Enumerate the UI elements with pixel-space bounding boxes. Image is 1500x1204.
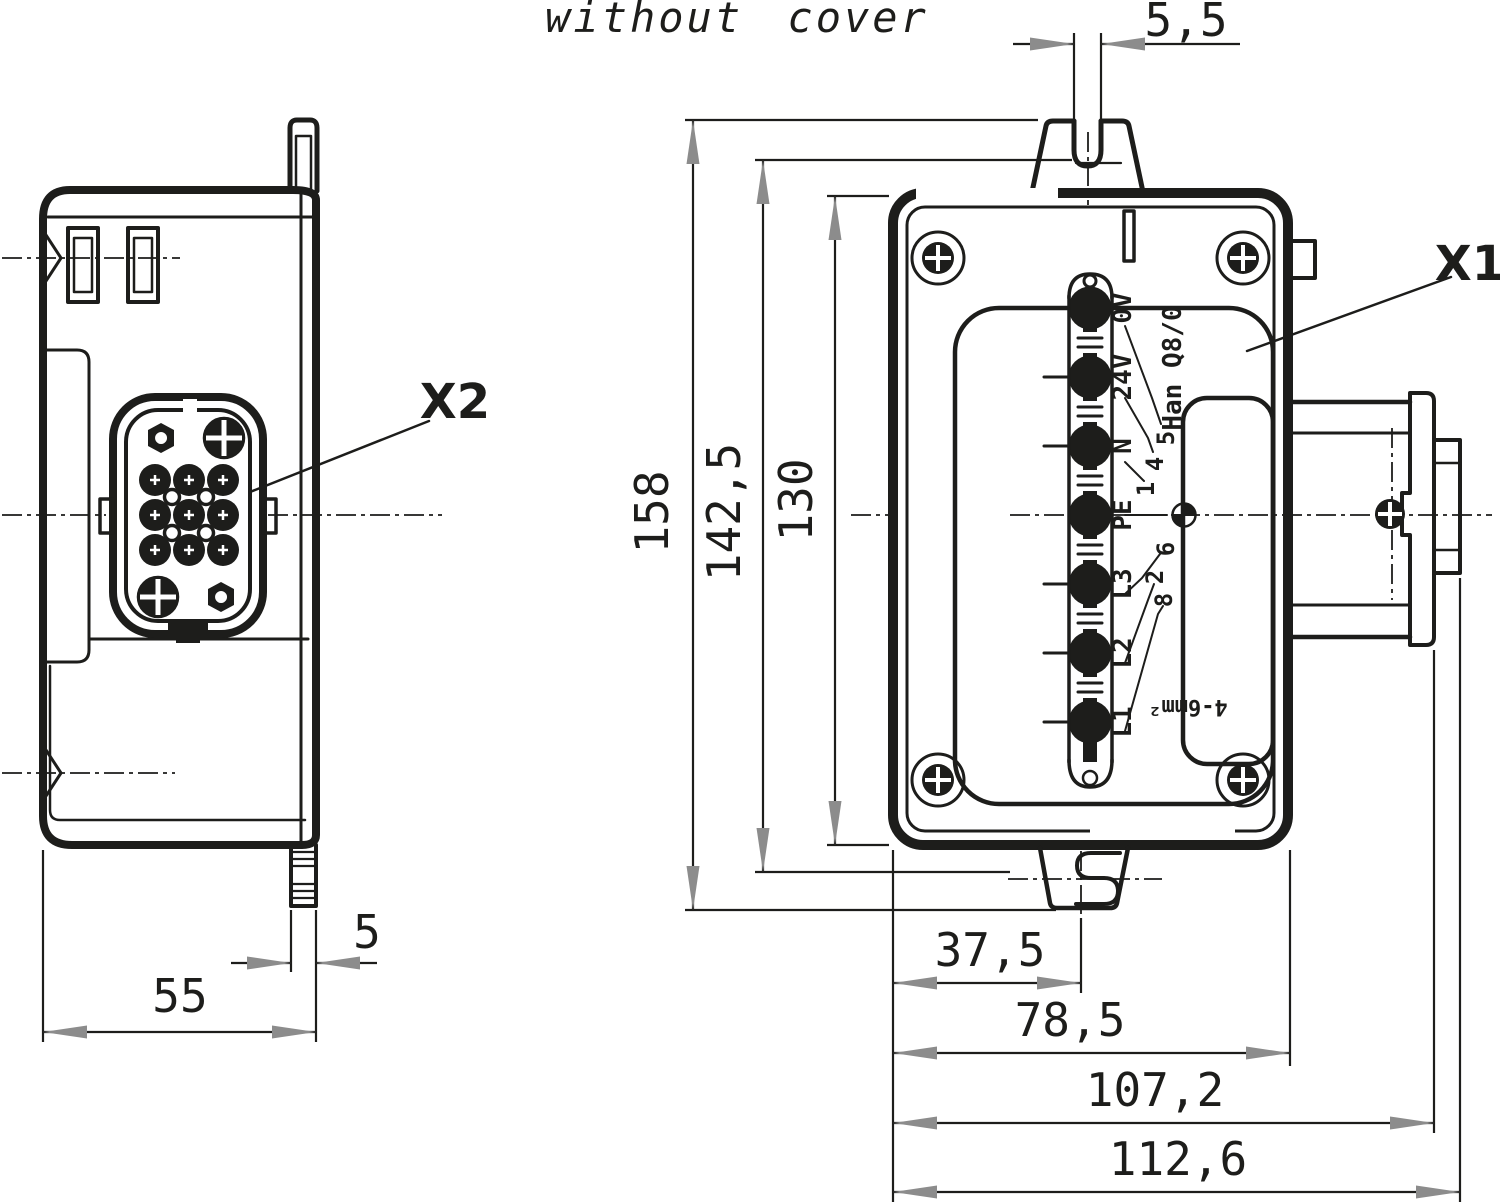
- pin-number: 2: [1141, 570, 1169, 584]
- pin-numbers: 5 4 1 6 2 8: [1132, 431, 1180, 607]
- dim-side-width: 55: [41, 850, 318, 1042]
- contact-pins: [139, 464, 239, 566]
- screw-bottom-left: [136, 575, 180, 619]
- dim-side-tab: 5: [231, 905, 381, 972]
- top-key-slot: [1122, 209, 1136, 263]
- side-rail-hook: [289, 843, 318, 908]
- terminal-labels: 0V 24V N PE L3 L2 L1: [1108, 292, 1138, 737]
- side-bevel-upper: [42, 230, 63, 286]
- x1-label: X1: [1435, 236, 1500, 292]
- side-housing-innerlip: [48, 664, 307, 822]
- dim-side-tab-value: 5: [353, 905, 381, 959]
- x2-leader-line: [248, 419, 431, 494]
- dim-hook-offset-value: 37,5: [935, 923, 1046, 977]
- front-rail-hook: [1037, 845, 1131, 911]
- side-housing-outline: [39, 186, 320, 849]
- hex-nut-bottom-right: [208, 582, 234, 612]
- terminal-label: 0V: [1108, 292, 1138, 323]
- side-latch-bump-top: [313, 243, 320, 290]
- cable-clamp-bar: [168, 619, 208, 633]
- dim-flange-width: 107,2: [893, 650, 1436, 1133]
- screw-boss: [910, 230, 966, 286]
- hex-nut-top-left: [148, 423, 174, 453]
- x2-label: X2: [420, 374, 490, 430]
- dim-slot: 5,5: [1013, 0, 1240, 121]
- dim-overall-height-value: 158: [625, 470, 679, 553]
- terminal-label: L3: [1108, 568, 1138, 599]
- pe-earth-symbol: [1171, 502, 1197, 528]
- dim-side-width-value: 55: [152, 969, 207, 1023]
- dim-body-height-value: 130: [769, 458, 823, 541]
- front-housing-outline: [888, 188, 1293, 850]
- top-gasket-slot: [916, 188, 1058, 200]
- clamp-marks: [1075, 332, 1105, 698]
- terminal-label: N: [1108, 438, 1138, 454]
- guide-sockets: [162, 487, 216, 543]
- terminal-strip: [1042, 272, 1114, 789]
- screw-top-right: [202, 416, 246, 460]
- dim-overall-width-value: 112,6: [1109, 1132, 1247, 1186]
- pin-number: 6: [1152, 542, 1180, 556]
- front-top-tab: [1029, 118, 1146, 195]
- dim-hook-offset: 37,5: [893, 918, 1083, 993]
- connector-type-label: Han Q8/0: [1158, 305, 1188, 430]
- dim-body-width-value: 78,5: [1015, 993, 1126, 1047]
- pin-number: 5: [1152, 431, 1180, 445]
- screw-boss: [1215, 752, 1271, 808]
- x2-connector-face: [98, 393, 278, 643]
- pin-leaders: [1124, 325, 1168, 732]
- pin-number: 1: [1132, 482, 1160, 496]
- x1-window: [1180, 395, 1276, 767]
- screw-boss: [1215, 230, 1271, 286]
- right-latch: [1286, 239, 1317, 280]
- x1-leader-line: [1245, 275, 1453, 353]
- dim-body-width: 78,5: [893, 850, 1292, 1066]
- dim-flange-width-value: 107,2: [1086, 1063, 1224, 1117]
- side-top-stem: [287, 117, 320, 194]
- dim-body-height: 130: [769, 194, 889, 847]
- front-view: without cover 5,5: [545, 0, 1500, 1202]
- wire-entry-ticks: [1042, 306, 1070, 724]
- x1-connector-profile: [1290, 391, 1462, 647]
- wire-range-label: 4-6mm²: [1148, 694, 1227, 719]
- dim-overall-width: 112,6: [893, 578, 1462, 1202]
- dim-clip-height-value: 142,5: [697, 443, 751, 581]
- side-clamp-windows: [66, 226, 160, 304]
- terminal-label: L1: [1108, 706, 1138, 737]
- dim-clip-height: 142,5: [697, 158, 1072, 874]
- screw-boss: [910, 752, 966, 808]
- bottom-gasket-slot: [1090, 822, 1235, 834]
- side-latch-bump-bottom: [313, 750, 320, 796]
- key-notch: [183, 399, 197, 426]
- pin-number: 8: [1150, 593, 1178, 607]
- pin-number: 4: [1141, 457, 1169, 471]
- side-bevel-lower: [42, 745, 63, 801]
- side-tab-left: [98, 497, 115, 535]
- dim-slot-value: 5,5: [1144, 0, 1227, 47]
- side-tab-right: [261, 497, 278, 535]
- view-title: without cover: [545, 0, 929, 42]
- dim-overall-height: 158: [625, 118, 1056, 912]
- corner-screws: [910, 230, 1271, 808]
- terminals: [1068, 286, 1112, 744]
- side-housing-step: [41, 348, 91, 664]
- side-view: X2 5 55: [2, 117, 490, 1042]
- terminal-label: 24V: [1108, 354, 1138, 401]
